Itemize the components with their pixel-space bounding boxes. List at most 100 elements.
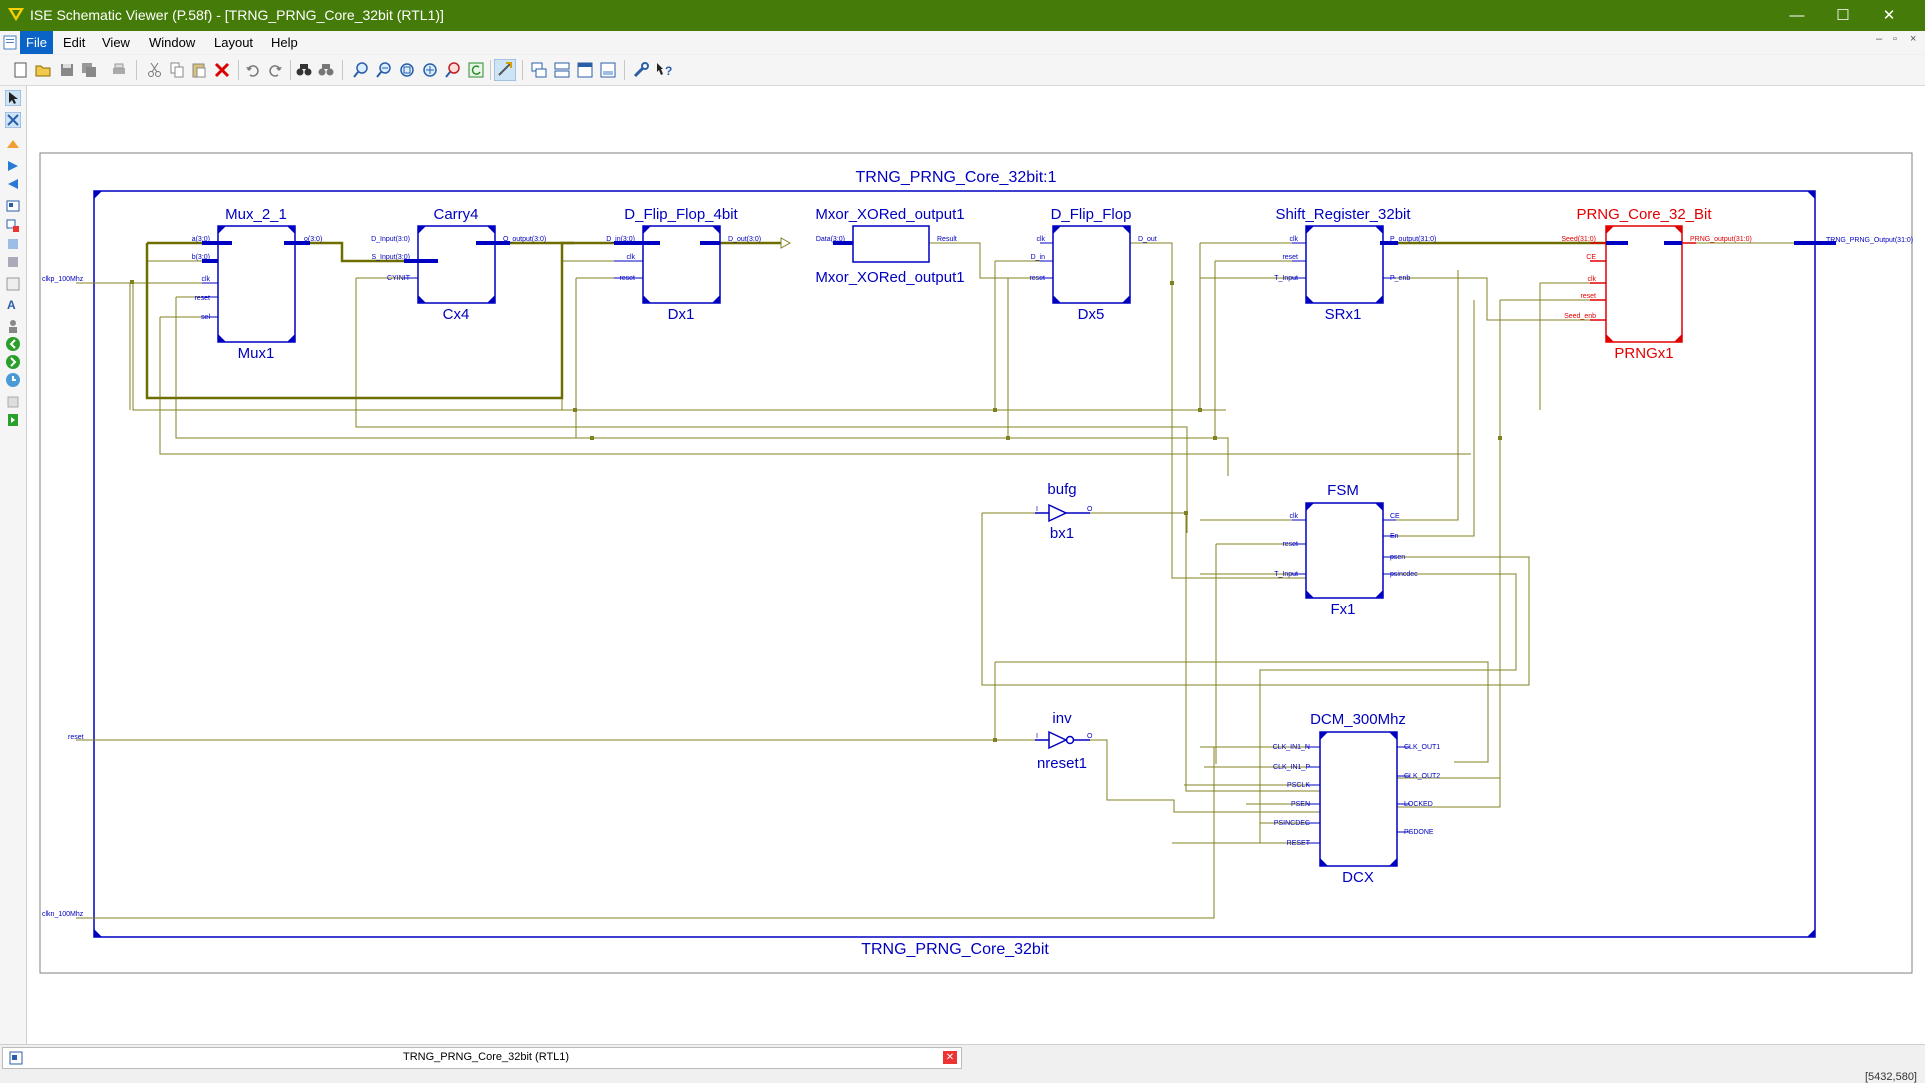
gate-icon[interactable] xyxy=(5,236,21,252)
paste-icon[interactable] xyxy=(190,61,208,79)
copy-icon[interactable] xyxy=(168,61,186,79)
document-tab[interactable]: TRNG_PRNG_Core_32bit (RTL1) ✕ xyxy=(2,1047,962,1069)
schematic-diagram[interactable]: TRNG_PRNG_Core_32bit:1 TRNG_PRNG_Core_32… xyxy=(27,86,1925,1048)
help-icon[interactable]: ? xyxy=(655,61,673,79)
new-icon[interactable] xyxy=(12,61,30,79)
menu-help[interactable]: Help xyxy=(271,35,298,50)
gate2-icon[interactable] xyxy=(5,254,21,270)
svg-text:RESET: RESET xyxy=(1287,840,1311,847)
menu-edit[interactable]: Edit xyxy=(63,35,86,50)
print-icon[interactable] xyxy=(110,61,128,79)
svg-text:reset: reset xyxy=(1282,541,1298,548)
menu-view[interactable]: View xyxy=(102,35,130,50)
menu-layout[interactable]: Layout xyxy=(214,35,254,50)
zoom-fit-icon[interactable] xyxy=(421,61,439,79)
cascade-icon[interactable] xyxy=(530,61,548,79)
add-net-icon[interactable] xyxy=(5,136,21,152)
redo-icon[interactable] xyxy=(266,61,284,79)
svg-text:P_output(31:0): P_output(31:0) xyxy=(1390,236,1436,243)
export-icon[interactable] xyxy=(5,412,21,428)
svg-text:P_enb: P_enb xyxy=(1390,275,1410,282)
svg-text:clk: clk xyxy=(626,254,635,261)
outer-frame xyxy=(39,152,1913,974)
person-icon[interactable] xyxy=(5,318,21,334)
svg-text:T_Input: T_Input xyxy=(1274,571,1298,578)
svg-text:clk: clk xyxy=(1289,513,1298,520)
schematic-icon[interactable] xyxy=(5,198,21,214)
maximize-button[interactable]: ☐ xyxy=(1836,7,1850,24)
undo-icon[interactable] xyxy=(244,61,262,79)
add-wire-icon[interactable] xyxy=(5,112,21,128)
print2-icon[interactable] xyxy=(5,394,21,410)
svg-text:psincdec: psincdec xyxy=(1390,571,1418,578)
bufg-type-label: bufg xyxy=(1047,481,1076,498)
svg-text:clk: clk xyxy=(1036,236,1045,243)
save-icon[interactable] xyxy=(58,61,76,79)
minimize-button[interactable]: — xyxy=(1789,7,1805,24)
svg-text:T_Input: T_Input xyxy=(1274,275,1298,282)
zoom-in-icon[interactable] xyxy=(352,61,370,79)
svg-text:o(3:0): o(3:0) xyxy=(304,236,322,243)
dff4-type-label: D_Flip_Flop_4bit xyxy=(624,206,738,223)
settings-icon[interactable] xyxy=(632,61,650,79)
svg-text:b(3:0): b(3:0) xyxy=(192,254,210,261)
dff-inst-label: Dx5 xyxy=(1078,306,1105,323)
status-bar: TRNG_PRNG_Core_32bit (RTL1) ✕ [5432,580] xyxy=(0,1044,1925,1083)
svg-text:Result: Result xyxy=(937,236,957,243)
prng-inst-label: PRNGx1 xyxy=(1614,345,1673,362)
menu-window[interactable]: Window xyxy=(149,35,196,50)
text-icon[interactable] xyxy=(5,276,21,292)
port-output: TRNG_PRNG_Output(31:0) xyxy=(1826,237,1913,244)
svg-text:clk: clk xyxy=(201,276,210,283)
cursor-coordinates: [5432,580] xyxy=(1865,1071,1917,1083)
properties-icon[interactable] xyxy=(5,218,21,234)
svg-text:O: O xyxy=(1087,506,1093,513)
arrange-icon[interactable] xyxy=(599,61,617,79)
refresh-icon[interactable] xyxy=(467,61,485,79)
inner-frame xyxy=(93,190,1816,938)
menu-file[interactable]: File xyxy=(20,31,53,54)
cut-icon[interactable] xyxy=(146,61,164,79)
schematic-canvas[interactable]: TRNG_PRNG_Core_32bit:1 TRNG_PRNG_Core_32… xyxy=(27,86,1925,1048)
svg-text:O: O xyxy=(1087,733,1093,740)
bufg-inst-label: bx1 xyxy=(1050,525,1074,542)
tab-close-icon[interactable]: ✕ xyxy=(943,1051,957,1064)
history-icon[interactable] xyxy=(5,372,21,388)
zoom-selected-icon[interactable] xyxy=(444,61,462,79)
pan-icon[interactable] xyxy=(494,59,516,81)
zoom-out-icon[interactable] xyxy=(375,61,393,79)
svg-text:PSDONE: PSDONE xyxy=(1404,829,1434,836)
expand-icon[interactable] xyxy=(5,158,21,174)
svg-text:reset: reset xyxy=(1580,293,1596,300)
close-button[interactable]: ✕ xyxy=(1882,7,1896,24)
fsm-type-label: FSM xyxy=(1327,482,1359,499)
mxor-inst-label: Mxor_XORed_output1 xyxy=(815,269,964,286)
shift-inst-label: SRx1 xyxy=(1325,306,1362,323)
svg-text:reset: reset xyxy=(1282,254,1298,261)
svg-text:D_out(3:0): D_out(3:0) xyxy=(728,236,761,243)
svg-text:clk: clk xyxy=(1289,236,1298,243)
tile-vertical-icon[interactable] xyxy=(576,61,594,79)
back-icon[interactable] xyxy=(5,336,21,352)
port-clkn: clkn_100Mhz xyxy=(42,911,84,918)
bufg-symbol xyxy=(1048,503,1068,523)
find-icon[interactable] xyxy=(295,61,313,79)
mdi-close-button[interactable]: × xyxy=(1910,33,1917,45)
delete-icon[interactable] xyxy=(213,61,231,79)
forward-icon[interactable] xyxy=(5,354,21,370)
select-icon[interactable] xyxy=(5,90,21,106)
tile-horizontal-icon[interactable] xyxy=(553,61,571,79)
svg-text:?: ? xyxy=(665,64,672,78)
menu-bar: File Edit View Window Layout Help – ▫ × xyxy=(0,31,1925,54)
collapse-icon[interactable] xyxy=(5,176,21,192)
find-next-icon[interactable] xyxy=(317,61,335,79)
dff-type-label: D_Flip_Flop xyxy=(1051,206,1132,223)
zoom-full-icon[interactable] xyxy=(398,61,416,79)
svg-text:clk: clk xyxy=(1587,276,1596,283)
label-icon[interactable]: A xyxy=(5,296,21,312)
mdi-minimize-button[interactable]: – xyxy=(1876,33,1883,45)
mdi-restore-button[interactable]: ▫ xyxy=(1893,33,1897,45)
save-all-icon[interactable] xyxy=(80,61,98,79)
open-icon[interactable] xyxy=(34,61,52,79)
svg-text:En: En xyxy=(1390,533,1399,540)
